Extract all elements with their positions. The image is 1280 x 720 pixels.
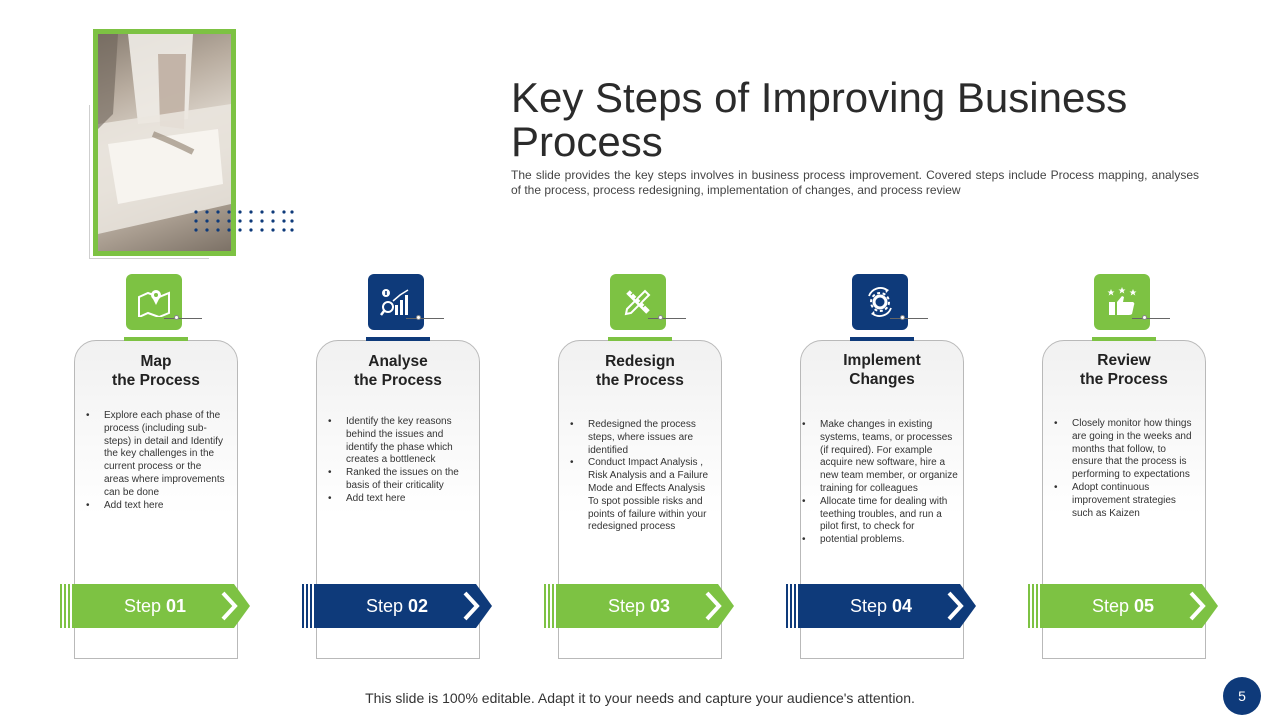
step-title-line: Redesign: [605, 353, 675, 370]
step-title-line: the Process: [596, 372, 684, 389]
photo-frame: [93, 29, 236, 256]
card-top-accent: [124, 337, 188, 341]
step-title: Implement Changes: [800, 351, 964, 389]
card-top-accent: [608, 337, 672, 341]
step-title-line: Implement: [843, 352, 921, 369]
step-redesign-process: Redesign the Process Redesigned the proc…: [544, 274, 736, 660]
list-item: Closely monitor how things are going in …: [1054, 418, 1194, 482]
step-bullet-list: Closely monitor how things are going in …: [1054, 418, 1194, 520]
list-item: Adopt continuous improvement strategies …: [1054, 482, 1194, 520]
card-top-accent: [850, 337, 914, 341]
slide-title: Key Steps of Improving Business Process: [511, 74, 1128, 165]
step-bullet-list: Explore each phase of the process (inclu…: [86, 410, 226, 512]
icon-connector-dot: [900, 315, 905, 320]
list-item: Add text here: [86, 500, 226, 513]
step-analyse-process: Analyse the Process Identify the key rea…: [302, 274, 494, 660]
icon-connector-line: [648, 318, 686, 319]
step-number: 05: [1134, 596, 1155, 616]
step-label: Step 05: [1056, 584, 1190, 628]
step-title-line: Review: [1097, 352, 1151, 369]
step-title-line: the Process: [112, 372, 200, 389]
map-pin-icon: [126, 274, 182, 330]
step-bullet-list: Make changes in existing systems, teams,…: [802, 419, 962, 547]
gear-cycle-icon: [852, 274, 908, 330]
card-top-accent: [1092, 337, 1156, 341]
analytics-chart-icon: [368, 274, 424, 330]
step-word: Step: [607, 596, 645, 616]
step-word: Step: [1091, 596, 1129, 616]
list-item: potential problems.: [802, 534, 962, 547]
thumbs-up-stars-icon: [1094, 274, 1150, 330]
photo-border-line: [89, 105, 90, 258]
list-item: Identify the key reasons behind the issu…: [328, 416, 468, 467]
slide-subtitle: The slide provides the key steps involve…: [511, 168, 1199, 197]
step-number: 03: [650, 596, 671, 616]
photo-office-desk: [98, 34, 231, 251]
icon-connector-line: [1132, 318, 1170, 319]
step-title: Map the Process: [74, 352, 238, 390]
step-review-process: Review the Process Closely monitor how t…: [1028, 274, 1220, 660]
step-word: Step: [365, 596, 403, 616]
step-map-process: Map the Process Explore each phase of th…: [60, 274, 252, 660]
step-label: Step 02: [330, 584, 464, 628]
step-arrow-banner: [302, 584, 492, 628]
step-bullet-list: Identify the key reasons behind the issu…: [328, 416, 468, 506]
step-title: Redesign the Process: [558, 352, 722, 390]
step-title-line: the Process: [354, 372, 442, 389]
step-label: Step 01: [88, 584, 222, 628]
step-number: 04: [892, 596, 913, 616]
icon-connector-dot: [416, 315, 421, 320]
list-item: Explore each phase of the process (inclu…: [86, 410, 226, 500]
card-top-accent: [366, 337, 430, 341]
icon-connector-dot: [658, 315, 663, 320]
step-arrow-banner: [786, 584, 976, 628]
list-item: Make changes in existing systems, teams,…: [802, 419, 962, 496]
step-number: 02: [408, 596, 429, 616]
list-item: Redesigned the process steps, where issu…: [570, 419, 710, 457]
decorative-dots: [194, 210, 294, 232]
pencil-ruler-icon: [610, 274, 666, 330]
step-title-line: the Process: [1080, 371, 1168, 388]
icon-connector-line: [890, 318, 928, 319]
step-bullet-list: Redesigned the process steps, where issu…: [570, 419, 710, 534]
step-title: Analyse the Process: [316, 352, 480, 390]
step-label: Step 04: [814, 584, 948, 628]
step-label: Step 03: [572, 584, 706, 628]
step-implement-changes: Implement Changes Make changes in existi…: [786, 274, 978, 660]
step-arrow-banner: [544, 584, 734, 628]
step-number: 01: [166, 596, 187, 616]
page-number-badge: 5: [1223, 677, 1261, 715]
step-title-line: Map: [140, 353, 172, 370]
footer-note: This slide is 100% editable. Adapt it to…: [365, 690, 915, 706]
icon-connector-dot: [174, 315, 179, 320]
step-arrow-banner: [1028, 584, 1218, 628]
photo-border-line: [89, 258, 209, 259]
list-item: Add text here: [328, 493, 468, 506]
list-item: Conduct Impact Analysis , Risk Analysis …: [570, 457, 710, 534]
step-arrow-banner: [60, 584, 250, 628]
icon-connector-dot: [1142, 315, 1147, 320]
step-title: Review the Process: [1042, 351, 1206, 389]
list-item: Allocate time for dealing with teething …: [802, 496, 962, 534]
step-title-line: Changes: [849, 371, 915, 388]
step-word: Step: [123, 596, 161, 616]
step-word: Step: [849, 596, 887, 616]
step-title-line: Analyse: [368, 353, 428, 370]
list-item: Ranked the issues on the basis of their …: [328, 467, 468, 493]
icon-connector-line: [164, 318, 202, 319]
icon-connector-line: [406, 318, 444, 319]
